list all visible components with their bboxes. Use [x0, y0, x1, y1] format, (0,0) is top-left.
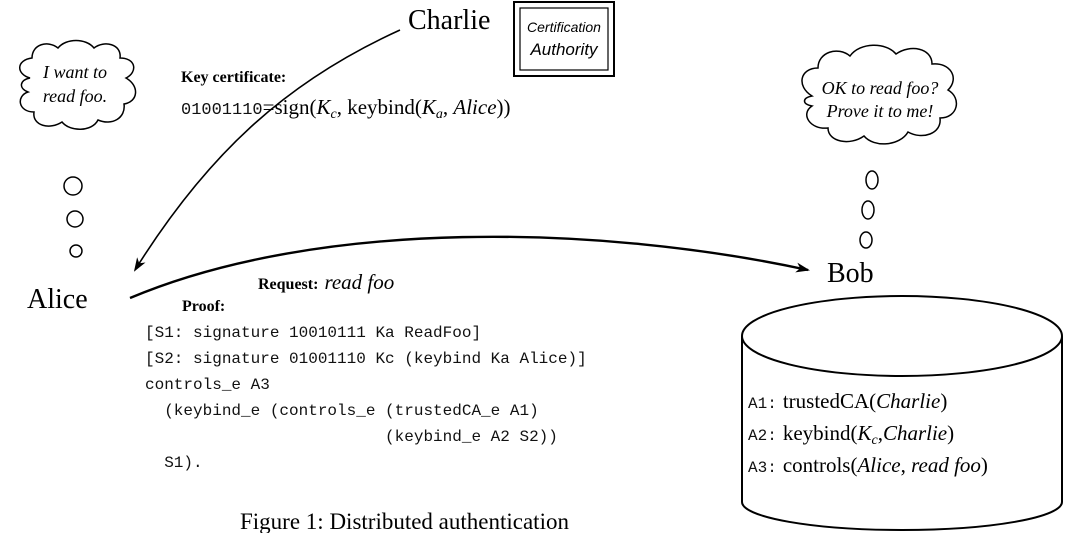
bob-database	[741, 295, 1063, 531]
authority-line1: Certification	[527, 19, 601, 35]
db-entry-a3: A3:controls(Alice, read foo)	[748, 453, 988, 477]
certification-authority-box: Certification Authority	[513, 1, 615, 77]
proof-line: S1).	[145, 454, 203, 472]
proof-heading: Proof:	[182, 298, 225, 315]
request-arrow	[129, 235, 810, 300]
charlie-label: Charlie	[408, 5, 490, 36]
figure-caption: Figure 1: Distributed authentication	[240, 509, 569, 533]
proof-line: (keybind_e (controls_e (trustedCA_e A1)	[145, 402, 539, 420]
bob-thought-cloud: OK to read foo? Prove it to me!	[801, 44, 958, 145]
key-certificate-expression: 01001110=sign(Kc, keybind(Ka, Alice))	[181, 95, 511, 122]
request-text: Request:read foo	[258, 270, 394, 294]
proof-line: controls_e A3	[145, 376, 270, 394]
certificate-arrow	[133, 29, 401, 272]
bob-thought-line1: OK to read foo?	[822, 78, 939, 98]
proof-lines: [S1: signature 10010111 Ka ReadFoo] [S2:…	[145, 324, 587, 472]
db-entry-a2: A2:keybind(Kc,Charlie)	[748, 421, 954, 448]
key-certificate-heading: Key certificate:	[181, 69, 286, 86]
proof-line: [S2: signature 01001110 Kc (keybind Ka A…	[145, 350, 587, 368]
alice-thought-bubbles	[63, 176, 84, 258]
alice-thought-line1: I want to	[42, 62, 107, 82]
bob-label: Bob	[827, 258, 874, 289]
alice-thought-line2: read foo.	[43, 86, 107, 106]
alice-label: Alice	[27, 284, 88, 315]
alice-thought-cloud: I want to read foo.	[19, 39, 137, 130]
authority-line2: Authority	[529, 40, 599, 59]
bob-thought-bubbles	[859, 170, 879, 249]
bob-thought-line2: Prove it to me!	[826, 101, 934, 121]
proof-line: [S1: signature 10010111 Ka ReadFoo]	[145, 324, 481, 342]
proof-line: (keybind_e A2 S2))	[145, 428, 558, 446]
db-entry-a1: A1:trustedCA(Charlie)	[748, 389, 947, 413]
